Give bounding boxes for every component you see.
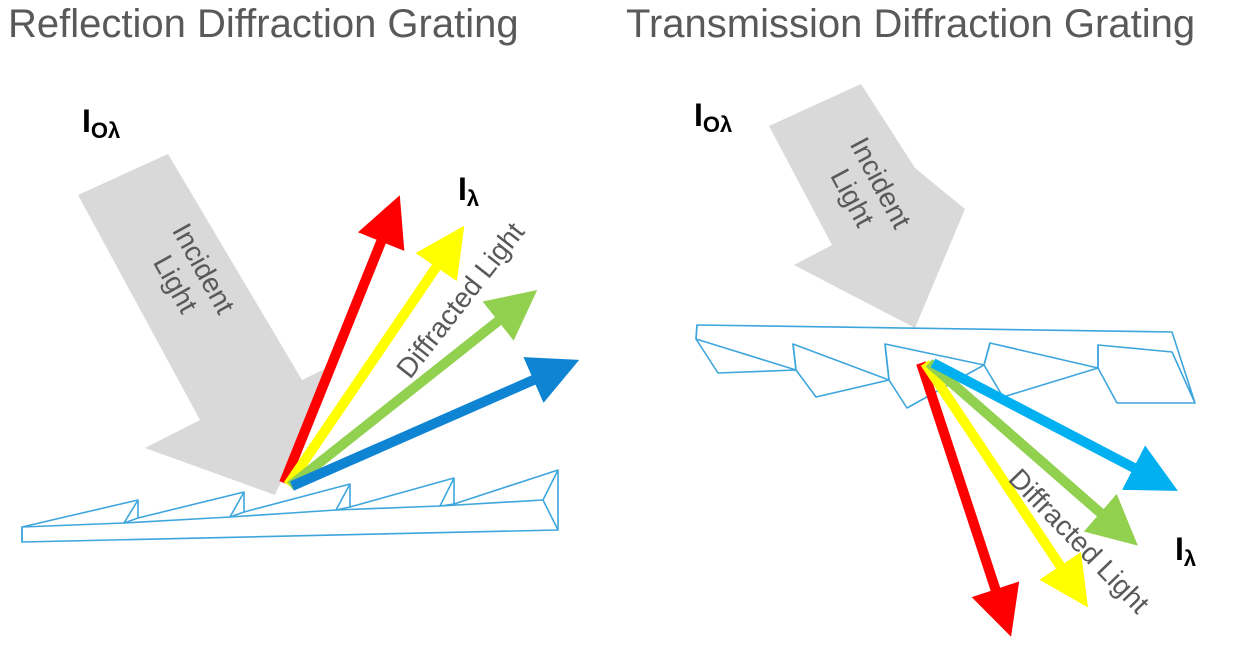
incident-light-text-transmission: Incident Light (824, 132, 917, 233)
transmission-grating (695, 324, 1196, 409)
incident-light-arrow (78, 154, 335, 495)
yellow-ray-transmission (920, 360, 1088, 608)
diffracted-intensity-label-transmission: Iλ (1175, 531, 1196, 571)
transmission-panel: IOλ Iλ Incident Light Diffracted Light (694, 84, 1196, 637)
transmission-title: Transmission Diffraction Grating (626, 2, 1196, 46)
blue-ray (289, 357, 580, 491)
green-ray (286, 290, 538, 490)
green-ray-transmission (925, 359, 1138, 546)
reflection-title: Reflection Diffraction Grating (8, 2, 519, 46)
incident-light-arrow-transmission (769, 84, 965, 328)
diffracted-intensity-label: Iλ (458, 171, 479, 211)
incident-intensity-label-transmission: IOλ (694, 97, 732, 137)
reflection-grating (21, 469, 559, 543)
yellow-ray (283, 225, 465, 488)
incident-intensity-label: IOλ (82, 103, 120, 143)
red-ray-transmission (916, 361, 1020, 637)
diffracted-light-text-transmission: Diffracted Light (1003, 463, 1156, 620)
blue-ray-transmission (930, 358, 1178, 491)
red-ray (279, 195, 405, 485)
reflection-panel: IOλ Iλ Incident Light Diffracted Light (21, 103, 580, 543)
